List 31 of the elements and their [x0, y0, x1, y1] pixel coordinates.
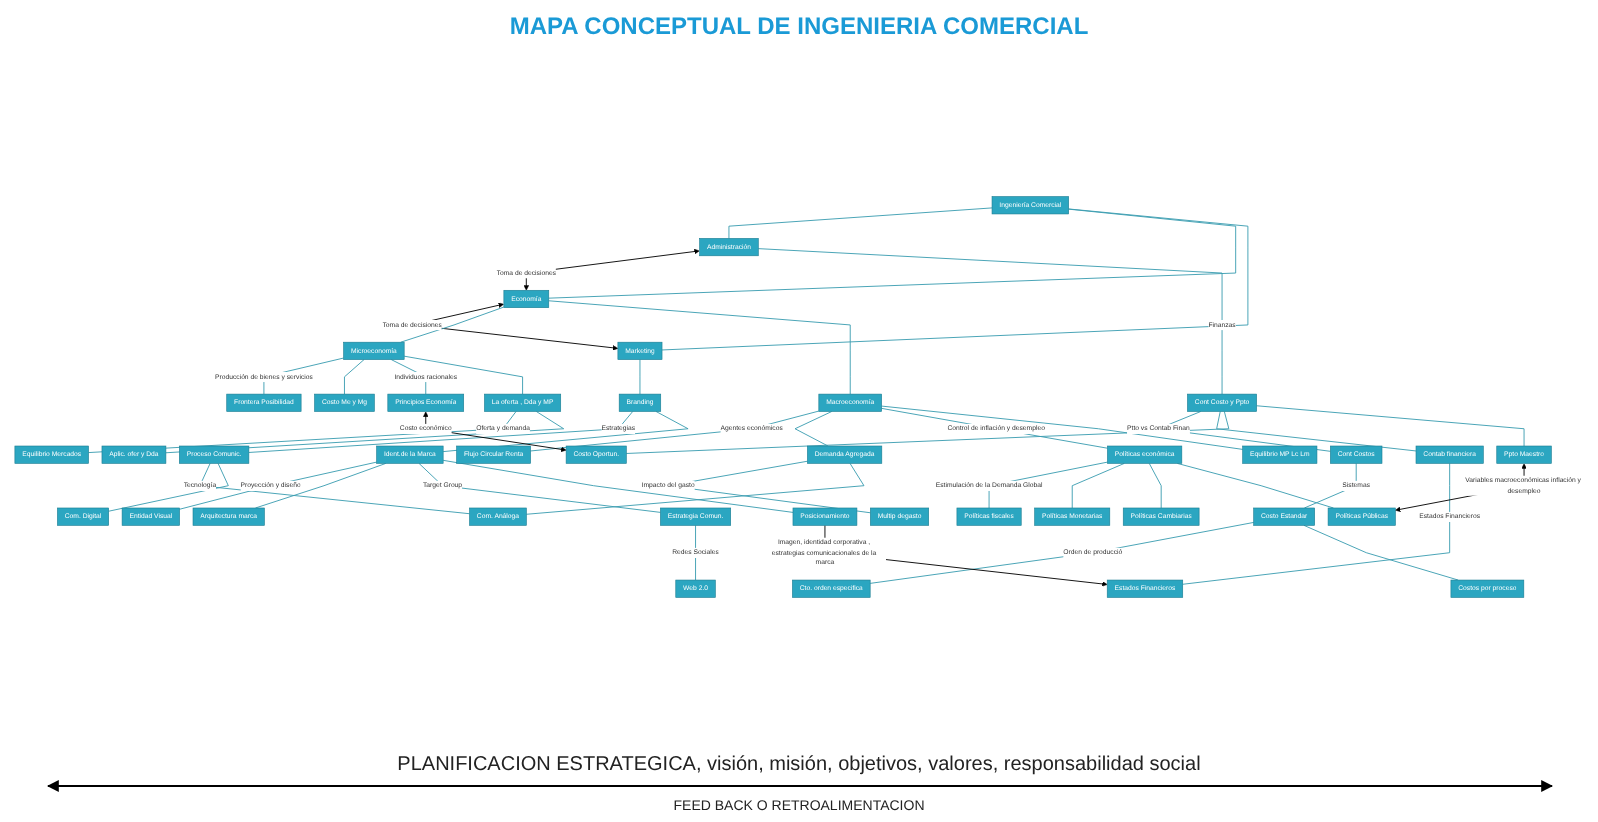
- connector: [638, 359, 640, 395]
- connector: [868, 521, 1254, 584]
- banner-text: PLANIFICACION ESTRATEGICA, visión, misión, objetivos, valores, responsabilidad social: [397, 754, 1201, 776]
- connector: [1255, 405, 1524, 447]
- connector: [880, 407, 1107, 449]
- connector: [727, 207, 992, 239]
- connector: [1215, 411, 1416, 452]
- connector: [254, 462, 386, 509]
- connector: [524, 462, 864, 515]
- connector: [1070, 462, 1124, 509]
- connector: [547, 208, 1236, 299]
- connector: [529, 410, 819, 452]
- connector: [399, 306, 504, 343]
- connector: [547, 300, 850, 395]
- connector: [1175, 462, 1333, 509]
- connector: [1147, 462, 1161, 509]
- connector: [660, 208, 1248, 351]
- connector: [247, 411, 633, 453]
- connector: [624, 411, 1229, 454]
- connector: [402, 355, 523, 395]
- connector: [107, 462, 228, 512]
- diagram-title: MAPA CONCEPTUAL DE INGENIERIA COMERCIAL: [509, 12, 1089, 40]
- connector: [880, 405, 1243, 450]
- connector: [694, 524, 695, 581]
- connector: [343, 359, 364, 395]
- connector: [756, 248, 1222, 395]
- connector: [417, 462, 660, 513]
- connector: [441, 459, 793, 513]
- connector: [178, 461, 377, 510]
- connector: [198, 462, 469, 515]
- connector: [1302, 524, 1458, 581]
